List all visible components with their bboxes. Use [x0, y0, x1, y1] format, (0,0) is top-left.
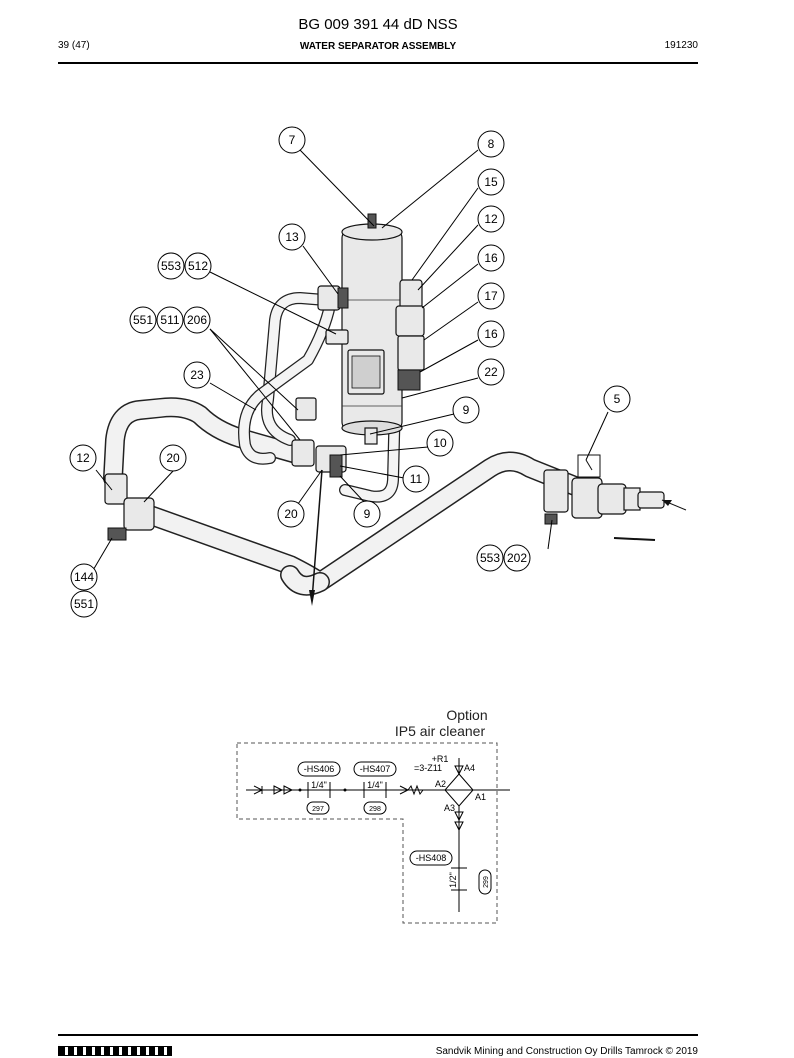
port-a1: A1 [475, 792, 486, 802]
svg-text:11: 11 [410, 472, 423, 486]
svg-text:144: 144 [74, 570, 94, 584]
balloon-202: 202 [503, 544, 531, 572]
document-code: BG 009 391 44 dD NSS [298, 16, 458, 33]
balloon-16b: 16 [477, 320, 505, 348]
separator-body [325, 213, 403, 445]
svg-text:20: 20 [166, 451, 180, 465]
page-title: WATER SEPARATOR ASSEMBLY [299, 41, 457, 52]
svg-text:9: 9 [463, 403, 470, 417]
ref-299: 299 [483, 876, 490, 888]
copyright-text: Sandvik Mining and Construction Oy Drill… [435, 1046, 698, 1057]
balloon-13: 13 [278, 223, 306, 251]
svg-text:13: 13 [285, 230, 299, 244]
svg-text:202: 202 [507, 551, 527, 565]
svg-text:553: 553 [480, 551, 500, 565]
page-number: 39 (47) [58, 40, 90, 51]
balloon-15: 15 [477, 168, 505, 196]
svg-text:20: 20 [284, 507, 298, 521]
header-rule [58, 62, 698, 64]
svg-text:16: 16 [484, 327, 498, 341]
tag-hs406: -HS406 [304, 764, 335, 774]
pneumatic-schematic: Option IP5 air cleaner -HS406 1/4" 297 -… [236, 707, 510, 924]
svg-text:553: 553 [161, 259, 181, 273]
balloon-551: 551 [129, 306, 157, 334]
svg-text:512: 512 [188, 259, 208, 273]
svg-text:8: 8 [488, 137, 495, 151]
port-a4: A4 [464, 763, 475, 773]
balloon-11: 11 [402, 465, 430, 493]
balloon-551b: 551 [70, 590, 98, 618]
size-3: 1/2" [448, 872, 458, 888]
svg-text:511: 511 [160, 313, 179, 327]
balloon-12: 12 [477, 205, 505, 233]
size-1: 1/4" [311, 780, 327, 790]
balloon-17: 17 [477, 282, 505, 310]
item-balloons: 7 8 15 12 13 16 553 512 17 551 511 206 1… [69, 126, 631, 618]
balloon-22: 22 [477, 358, 505, 386]
balloon-16: 16 [477, 244, 505, 272]
footer: Sandvik Mining and Construction Oy Drill… [58, 1046, 698, 1058]
document-date: 191230 [664, 40, 698, 51]
svg-text:551: 551 [74, 597, 94, 611]
port-a2: A2 [435, 779, 446, 789]
svg-text:10: 10 [433, 436, 447, 450]
ref-298: 298 [369, 806, 381, 813]
svg-text:15: 15 [484, 175, 498, 189]
pipework [103, 292, 590, 596]
company-logo [58, 1046, 172, 1056]
balloon-20b: 20 [277, 500, 305, 528]
option-boundary [236, 742, 498, 924]
balloon-206: 206 [183, 306, 211, 334]
ref-297: 297 [312, 806, 324, 813]
svg-text:9: 9 [364, 507, 371, 521]
balloon-512: 512 [184, 252, 212, 280]
option-description: IP5 air cleaner [395, 723, 486, 739]
svg-text:22: 22 [484, 365, 498, 379]
fittings [104, 279, 687, 606]
tag-hs407: -HS407 [360, 764, 391, 774]
balloon-5: 5 [603, 385, 631, 413]
balloon-8: 8 [477, 130, 505, 158]
svg-text:16: 16 [484, 251, 498, 265]
svg-text:5: 5 [614, 392, 621, 406]
svg-text:12: 12 [76, 451, 90, 465]
balloon-511: 511 [156, 306, 184, 334]
balloon-9: 9 [452, 396, 480, 424]
svg-text:206: 206 [187, 313, 207, 327]
balloon-144: 144 [70, 563, 98, 591]
port-a3: A3 [444, 803, 455, 813]
option-label: Option [446, 707, 487, 723]
size-2: 1/4" [367, 780, 383, 790]
component-r1: +R1 [432, 754, 449, 764]
svg-text:17: 17 [484, 289, 498, 303]
balloon-20: 20 [159, 444, 187, 472]
balloon-7: 7 [278, 126, 306, 154]
svg-text:12: 12 [484, 212, 498, 226]
balloon-12b: 12 [69, 444, 97, 472]
footer-rule [58, 1034, 698, 1036]
leader-lines [91, 149, 609, 573]
balloon-10: 10 [426, 429, 454, 457]
svg-text:7: 7 [289, 133, 296, 147]
balloon-553: 553 [157, 252, 185, 280]
balloon-553b: 553 [476, 544, 504, 572]
svg-text:551: 551 [133, 313, 153, 327]
balloon-23: 23 [183, 361, 211, 389]
tag-hs408: -HS408 [416, 853, 447, 863]
component-z11: =3-Z11 [414, 763, 442, 773]
balloon-9b: 9 [353, 500, 381, 528]
svg-text:23: 23 [190, 368, 204, 382]
